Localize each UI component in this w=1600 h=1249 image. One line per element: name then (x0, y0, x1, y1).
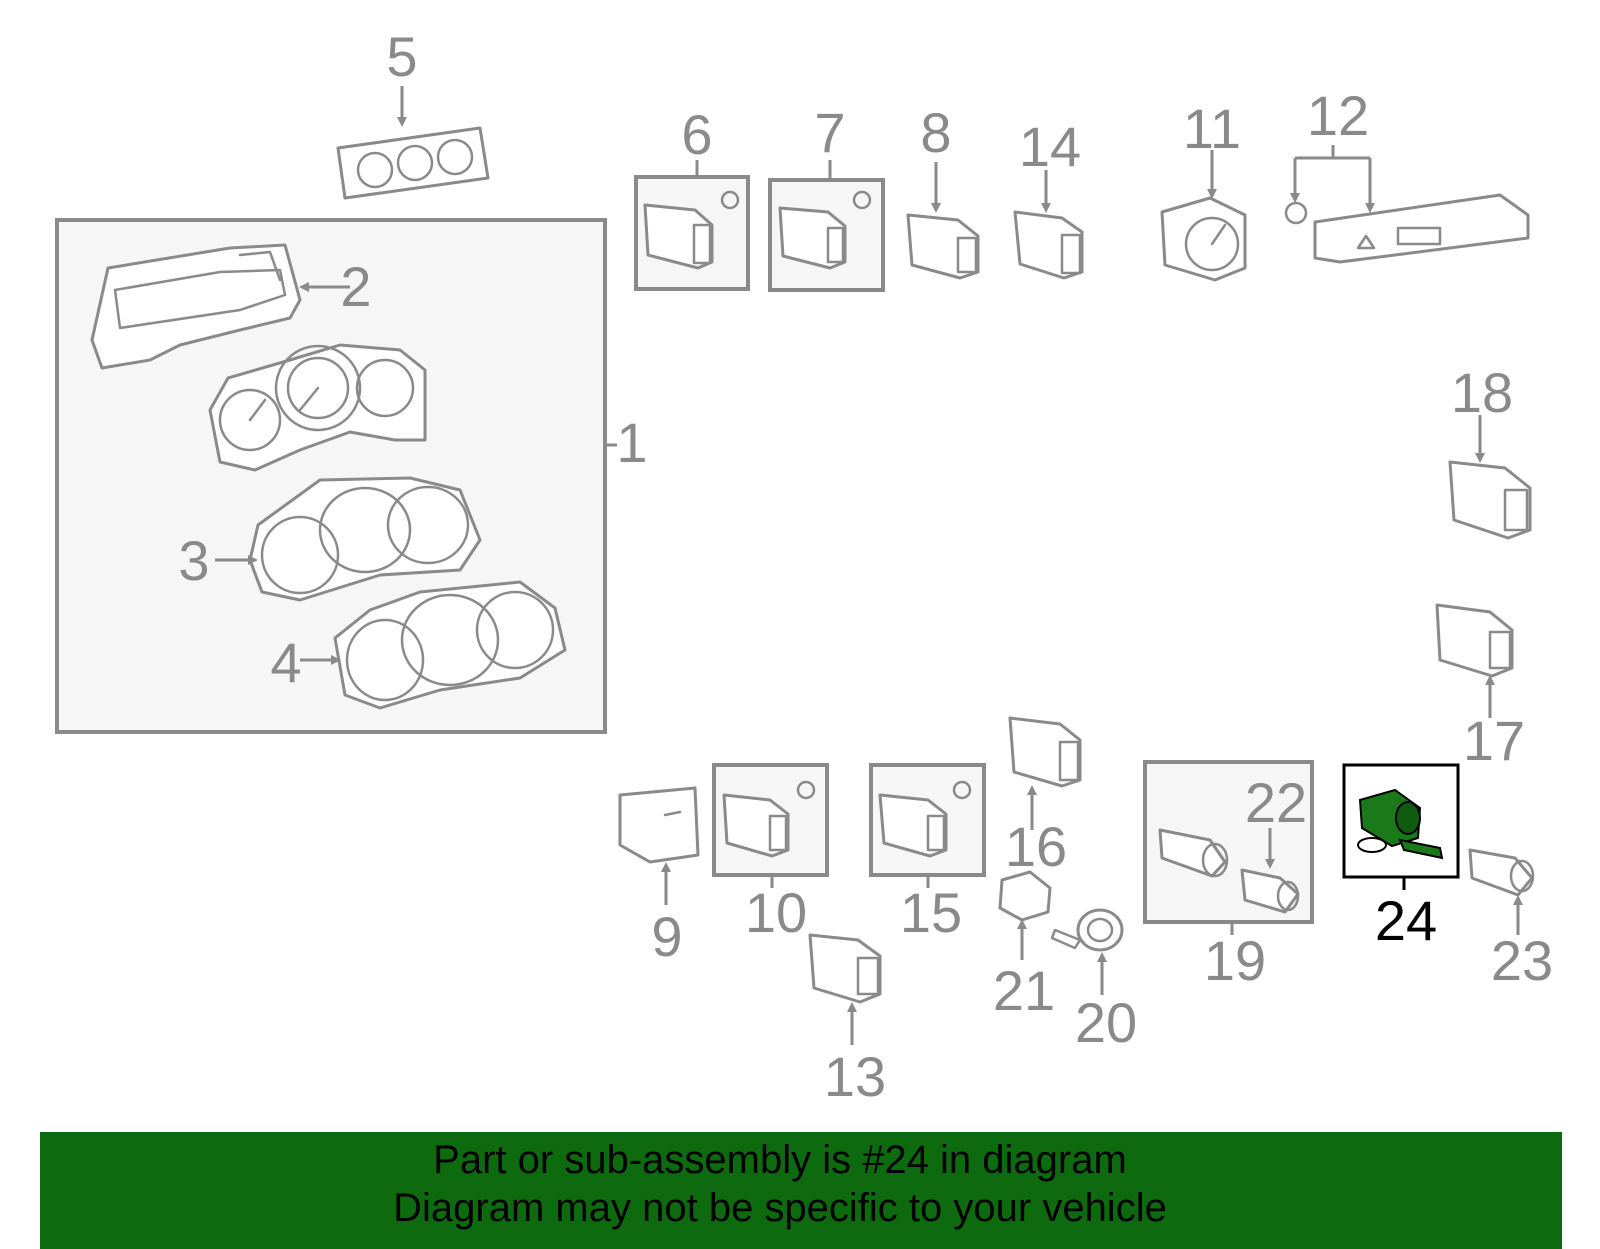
callout-9[interactable]: 9 (651, 905, 682, 968)
callout-4[interactable]: 4 (270, 631, 301, 694)
part-5-climate-control-panel[interactable] (336, 126, 490, 200)
info-banner: Part or sub-assembly is #24 in diagram D… (40, 1132, 1562, 1249)
part-10-switch[interactable] (722, 780, 816, 858)
banner-line-2: Diagram may not be specific to your vehi… (393, 1186, 1167, 1230)
callout-19[interactable]: 19 (1204, 929, 1266, 992)
part-18-switch[interactable] (1448, 460, 1532, 540)
part-1-gauge-unit[interactable] (208, 343, 427, 472)
callout-8[interactable]: 8 (920, 101, 951, 164)
callout-23[interactable]: 23 (1491, 929, 1553, 992)
callout-14[interactable]: 14 (1019, 115, 1081, 178)
callout-13[interactable]: 13 (824, 1045, 886, 1108)
callout-5[interactable]: 5 (386, 25, 417, 88)
callout-12[interactable]: 12 (1307, 84, 1369, 147)
callout-15[interactable]: 15 (900, 881, 962, 944)
part-14-switch[interactable] (1013, 210, 1084, 280)
callout-24[interactable]: 24 (1375, 889, 1437, 952)
callout-11[interactable]: 11 (1183, 97, 1241, 160)
part-3-lens-ring[interactable] (248, 476, 482, 602)
part-21-socket-holder[interactable] (998, 870, 1052, 922)
callout-2[interactable]: 2 (340, 255, 371, 318)
callout-7[interactable]: 7 (814, 101, 845, 164)
part-17-dimmer-switch[interactable] (1435, 603, 1514, 678)
part-24-socket-cover[interactable] (1357, 788, 1444, 860)
callout-22[interactable]: 22 (1245, 771, 1307, 834)
callout-3[interactable]: 3 (178, 529, 209, 592)
part-7-switch[interactable] (778, 190, 872, 270)
part-23-socket[interactable] (1468, 848, 1535, 897)
part-11-knob[interactable] (1160, 196, 1247, 282)
callout-10[interactable]: 10 (745, 881, 807, 944)
part-9-blank-cover[interactable] (618, 786, 700, 864)
callout-20[interactable]: 20 (1075, 991, 1137, 1054)
callout-17[interactable]: 17 (1463, 709, 1525, 772)
part-2-cluster-housing[interactable] (90, 243, 302, 370)
part-16-switch[interactable] (1008, 716, 1082, 788)
part-15-switch[interactable] (878, 780, 972, 858)
callout-16[interactable]: 16 (1005, 815, 1067, 878)
callout-1[interactable]: 1 (616, 411, 647, 474)
banner-line-1: Part or sub-assembly is #24 in diagram (433, 1138, 1127, 1182)
part-6-switch[interactable] (643, 190, 740, 270)
part-20-socket-ring[interactable] (1050, 908, 1124, 952)
callout-6[interactable]: 6 (681, 103, 712, 166)
part-19-socket-assembly[interactable] (1158, 828, 1300, 914)
callout-21[interactable]: 21 (993, 959, 1055, 1022)
part-13-switch[interactable] (808, 933, 882, 1004)
callout-18[interactable]: 18 (1451, 361, 1513, 424)
part-8-switch[interactable] (906, 213, 980, 280)
part-4-cover-glass[interactable] (333, 580, 567, 710)
part-12-switch-panel[interactable] (1284, 193, 1530, 264)
